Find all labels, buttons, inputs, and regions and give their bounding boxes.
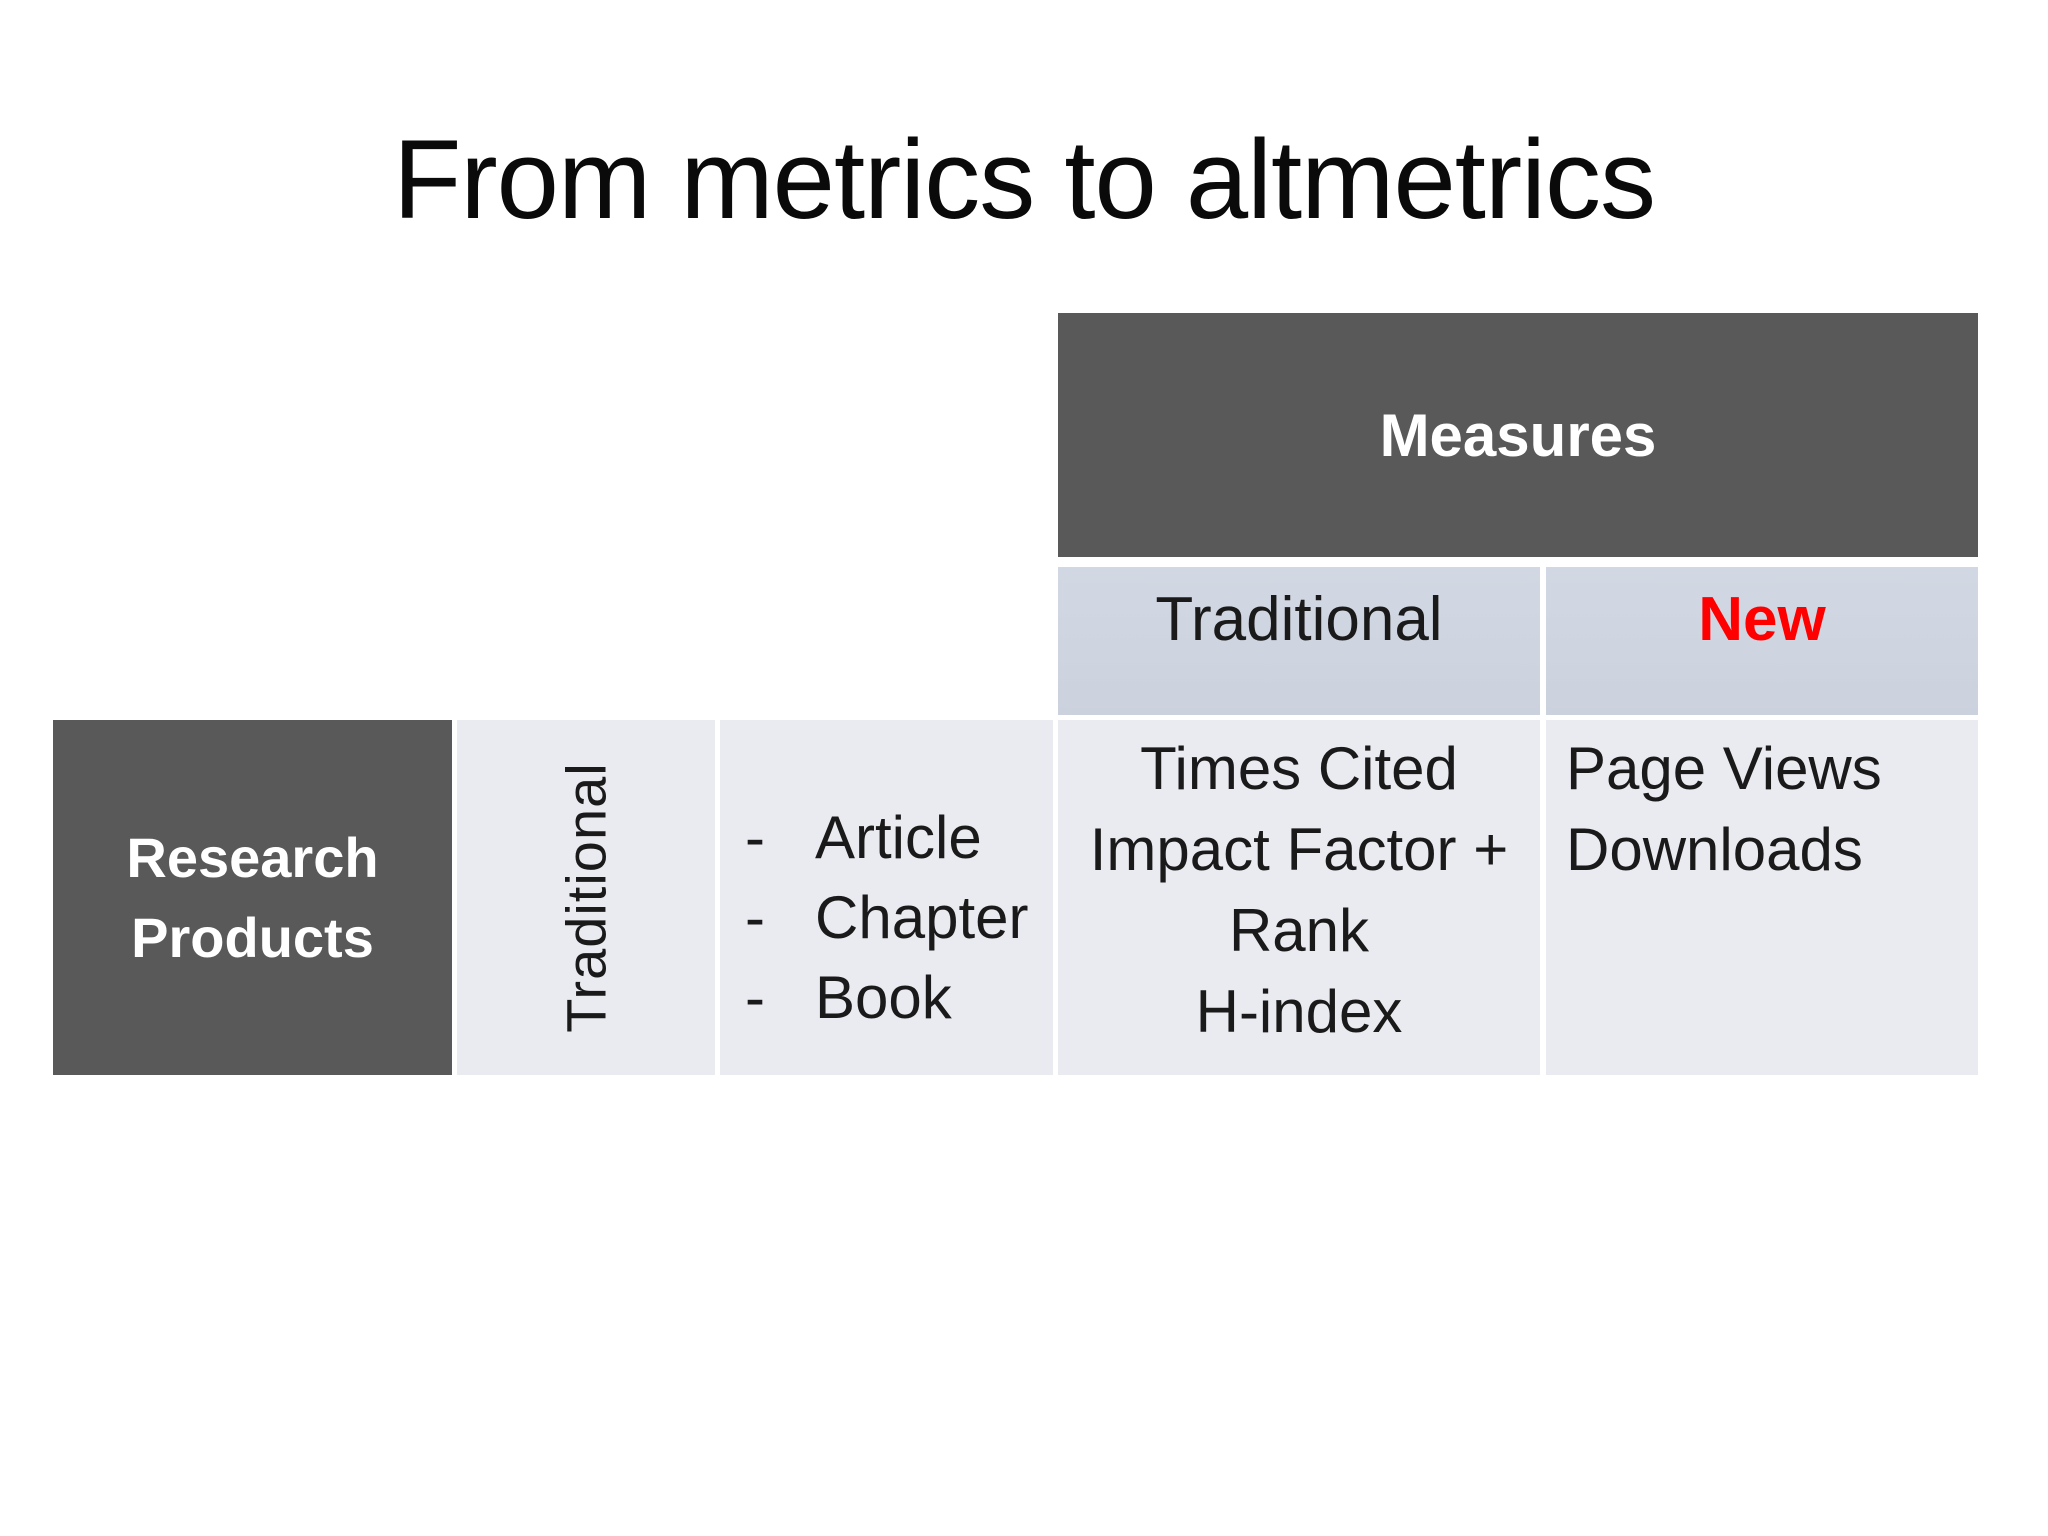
- row-header-label: Research Products: [126, 825, 379, 969]
- column-header-traditional: Traditional: [1058, 567, 1540, 715]
- list-item-label: Book: [815, 963, 952, 1031]
- list-item: - Chapter: [745, 878, 1053, 958]
- measure-line: Page Views: [1566, 735, 1882, 802]
- measure-line: Times Cited: [1140, 735, 1458, 802]
- research-products-list-cell: - Article - Chapter - Book: [720, 720, 1053, 1075]
- list-item: - Article: [745, 798, 1053, 878]
- new-measures-cell: Page Views Downloads: [1546, 720, 1978, 1075]
- list-item-label: Article: [815, 803, 982, 871]
- slide-title: From metrics to altmetrics: [392, 117, 1656, 242]
- column-header-traditional-label: Traditional: [1155, 585, 1443, 654]
- list-item-dash: -: [745, 803, 765, 871]
- measures-header-cell: Measures: [1058, 313, 1978, 557]
- list-item-dash: -: [745, 883, 765, 951]
- column-header-new: New: [1546, 567, 1978, 715]
- measure-line: Impact Factor +: [1089, 816, 1509, 883]
- traditional-measures-cell: Times Cited Impact Factor + Rank H-index: [1058, 720, 1540, 1075]
- measure-line: H-index: [1195, 978, 1403, 1045]
- measures-header-label: Measures: [1379, 401, 1657, 469]
- row-header-research-products: Research Products: [53, 720, 452, 1075]
- row-category-traditional-cell: Traditional: [457, 720, 715, 1075]
- list-item: - Book: [745, 958, 1053, 1038]
- row-category-traditional-label: Traditional: [554, 762, 618, 1033]
- measure-line: Downloads: [1566, 816, 1863, 883]
- list-item-label: Chapter: [815, 883, 1029, 951]
- measure-line: Rank: [1228, 897, 1370, 964]
- column-header-new-label: New: [1698, 585, 1826, 654]
- list-item-dash: -: [745, 963, 765, 1031]
